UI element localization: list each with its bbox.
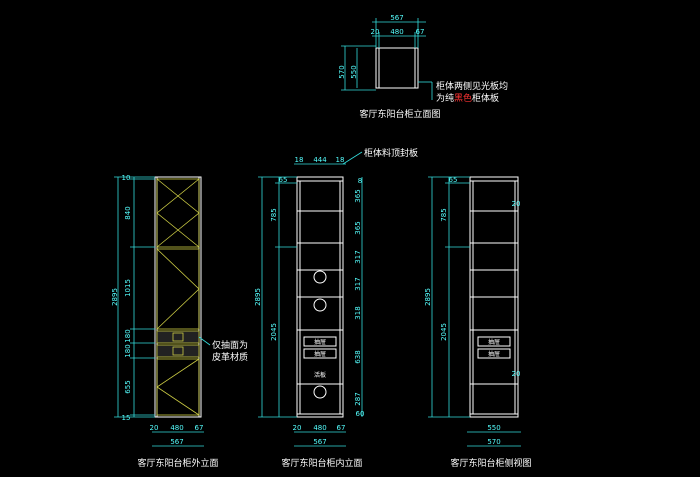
outer-door-middle [156,248,200,330]
outer-door-top-swing [156,178,200,248]
outer-note-line1: 仅抽面为 [212,339,248,351]
top-dim-inner: 480 [390,28,403,36]
inner-drawer-1 [303,336,337,347]
inner-right-dim-2: 365 [354,221,362,234]
inner-right-dim-4: 317 [354,277,362,290]
top-dim-left: 20 [371,28,380,36]
outer-dim-5: 655 [124,380,132,393]
outer-door-bottom-swing [156,358,200,416]
inner-left-dim-2: 2045 [270,323,278,341]
inner-top-dim-1: 444 [313,156,327,164]
inner-hole-2 [313,298,327,312]
top-dim-right: 67 [416,28,425,36]
outer-view-caption: 客厅东阳台柜外立面 [137,457,218,469]
top-note-line2-a: 为纯 [436,92,454,104]
inner-shelves [297,180,343,415]
side-drawer-1 [477,336,511,347]
outer-cabinet-outline [154,176,202,418]
inner-bottom-label: 活板 [314,371,326,379]
side-view: 抽屉 抽屉 20 20 65 785 2045 2895 550 570 客厅东… [424,176,532,469]
outer-dim-ticks [114,176,155,418]
inner-dim-total: 2895 [254,288,262,306]
inner-hole-1 [313,270,327,284]
outer-dim-4: 180 [124,344,132,357]
outer-drawer-2 [156,344,200,358]
top-note-line2-highlight: 黑色 [454,92,472,104]
inner-top-note: 柜体料顶封板 [364,147,418,159]
side-left-dim-0: 65 [449,176,458,184]
side-right-label-0: 20 [512,200,521,208]
inner-drawer-1-label: 抽屉 [314,338,326,346]
side-left-dim-2: 2045 [440,323,448,341]
side-drawer-1-label: 抽屉 [488,338,500,346]
side-left-dim-1: 785 [440,208,448,221]
outer-door-bottom [156,358,200,416]
outer-bottom-dim-1: 480 [170,424,183,432]
outer-dim-2: 1015 [124,279,132,297]
inner-right-dim-0: 8 [358,177,362,185]
top-view: 567 20 480 67 570 550 柜体两侧见光板均 为纯黑色柜体板 客… [338,14,508,120]
inner-right-dim-1: 365 [354,189,362,202]
outer-dim-6: 15 [122,414,131,422]
inner-top-note-leader [342,151,363,165]
top-note-line1: 柜体两侧见光板均 [436,80,508,92]
outer-bottom-total: 567 [170,438,183,446]
inner-view-caption: 客厅东阳台柜内立面 [281,457,362,469]
inner-bottom-dim-1: 480 [313,424,326,432]
outer-dim-total: 2895 [111,288,119,306]
outer-drawer-handle-1 [172,332,184,342]
side-drawer-2 [477,348,511,359]
inner-left-dim-1: 785 [270,208,278,221]
inner-view: 抽屉 抽屉 活板 18 444 18 柜体料顶封板 65 785 2045 28… [254,147,418,469]
inner-top-dim-2: 18 [336,156,345,164]
top-note-line2: 为纯黑色柜体板 [436,92,499,104]
outer-note-line2: 皮革材质 [212,351,248,363]
side-bottom-inner: 550 [487,424,500,432]
side-shelves [470,180,518,415]
side-dim-total: 2895 [424,288,432,306]
inner-bottom-dim-0: 20 [293,424,302,432]
inner-right-dim-5: 318 [354,306,362,319]
inner-drawer-2 [303,348,337,359]
inner-bottom-total: 567 [313,438,326,446]
inner-right-dim-6: 638 [354,350,362,363]
inner-top-dim-0: 18 [295,156,304,164]
outer-door-top [156,178,200,248]
side-bottom-outer: 570 [487,438,500,446]
outer-door-middle-swing [156,248,200,330]
top-note-line2-c: 柜体板 [472,92,499,104]
outer-bottom-dim-0: 20 [150,424,159,432]
top-view-cabinet-outline [375,47,419,89]
outer-dim-3: 180 [124,329,132,342]
outer-dim-1: 840 [124,206,132,219]
outer-note-leader [198,336,211,346]
side-right-label-1: 20 [512,370,521,378]
top-dim-height-inner: 550 [350,65,358,78]
outer-bottom-dim-2: 67 [195,424,204,432]
inner-right-dim-8: 60 [356,410,365,418]
outer-drawer-handle-2 [172,346,184,356]
inner-bottom-dim-2: 67 [337,424,346,432]
inner-hole-3 [313,385,327,399]
side-drawer-2-label: 抽屉 [488,350,500,358]
top-dim-total: 567 [390,14,403,22]
top-dim-height-outer: 570 [338,65,346,78]
side-view-caption: 客厅东阳台柜侧视图 [450,457,531,469]
inner-left-dim-0: 65 [279,176,288,184]
inner-right-dim-3: 317 [354,250,362,263]
outer-view: 2895 10 840 1015 180 180 655 15 20 480 6… [111,174,248,469]
top-view-caption: 客厅东阳台柜立面图 [359,108,440,120]
inner-right-dim-7: 287 [354,392,362,405]
outer-door-top-swing-2 [156,178,200,248]
inner-drawer-2-label: 抽屉 [314,350,326,358]
outer-dim-0: 10 [122,174,131,182]
